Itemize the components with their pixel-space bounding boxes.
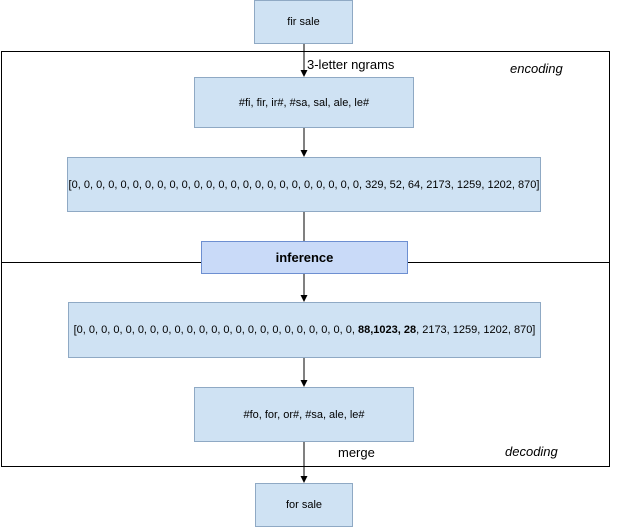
output-box: for sale (255, 483, 353, 527)
decoding-label: decoding (505, 444, 558, 459)
inference-text: inference (275, 250, 334, 265)
merge-label: merge (338, 445, 375, 460)
decoding-vector-prefix: [0, 0, 0, 0, 0, 0, 0, 0, 0, 0, 0, 0, 0, … (73, 324, 358, 336)
decoding-vector-text: [0, 0, 0, 0, 0, 0, 0, 0, 0, 0, 0, 0, 0, … (74, 324, 536, 336)
input-text: fir sale (287, 16, 320, 28)
decoding-vector-suffix: , 2173, 1259, 1202, 870] (416, 324, 536, 336)
encoding-ngrams-box: #fi, fir, ir#, #sa, sal, ale, le# (194, 77, 414, 128)
output-text: for sale (285, 499, 323, 511)
inference-box: inference (201, 241, 408, 274)
decoding-ngrams-text: #fo, for, or#, #sa, ale, le# (243, 408, 365, 421)
encoding-vector-text: [0, 0, 0, 0, 0, 0, 0, 0, 0, 0, 0, 0, 0, … (68, 178, 540, 191)
encoding-label: encoding (510, 61, 563, 76)
encoding-ngrams-text: #fi, fir, ir#, #sa, sal, ale, le# (238, 96, 370, 109)
decoding-ngrams-box: #fo, for, or#, #sa, ale, le# (194, 387, 414, 442)
decoding-vector-box: [0, 0, 0, 0, 0, 0, 0, 0, 0, 0, 0, 0, 0, … (68, 302, 541, 358)
input-box: fir sale (254, 0, 353, 44)
encoding-vector-box: [0, 0, 0, 0, 0, 0, 0, 0, 0, 0, 0, 0, 0, … (67, 157, 541, 212)
decoding-vector-changed: 88,1023, 28 (357, 324, 417, 336)
ngram-label: 3-letter ngrams (307, 57, 395, 72)
